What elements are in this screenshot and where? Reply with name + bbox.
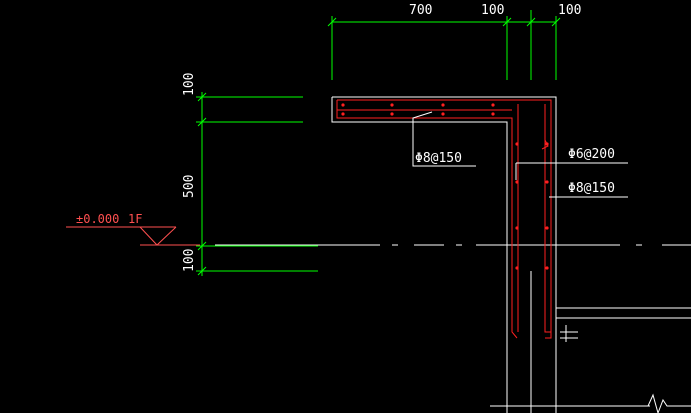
left-tick <box>197 241 207 251</box>
top-tick <box>327 17 337 27</box>
rebar-dot <box>515 266 519 270</box>
left-dim-100-bottom: 100 <box>182 249 197 272</box>
rebar-slab-top <box>337 99 552 339</box>
leader-slab-bar <box>412 111 476 167</box>
rebar-hook <box>541 139 549 150</box>
rebar-dots <box>341 103 549 270</box>
rebar-dot <box>390 112 394 116</box>
concrete-outer <box>332 96 557 271</box>
top-dim-700: 700 <box>409 3 432 18</box>
rebar-dot <box>545 266 549 270</box>
top-tick <box>502 17 512 27</box>
left-tick <box>197 266 207 276</box>
label-wall-bar: Φ8@150 <box>568 181 615 196</box>
rebar-dot <box>545 226 549 230</box>
concrete-outline <box>331 96 691 413</box>
rebar-dot <box>545 142 549 146</box>
rebar-dot <box>441 112 445 116</box>
left-tick <box>197 117 207 127</box>
top-dimension <box>327 10 561 80</box>
rebar-dot <box>390 103 394 107</box>
leaders <box>412 111 628 198</box>
top-dim-100-a: 100 <box>481 3 504 18</box>
left-tick <box>197 92 207 102</box>
left-dim-500: 500 <box>182 175 197 198</box>
rebar-dot <box>491 112 495 116</box>
top-tick <box>551 17 561 27</box>
rebar-dot <box>515 180 519 184</box>
rebar-dot <box>441 103 445 107</box>
concrete-inner <box>331 97 508 413</box>
rebar-dot <box>341 103 345 107</box>
label-slab-bar: Φ8@150 <box>415 151 462 166</box>
elevation-value: ±0.000 <box>76 212 119 226</box>
rebar-dot <box>341 112 345 116</box>
rebar-dot <box>491 103 495 107</box>
top-tick <box>526 17 536 27</box>
top-dim-100-b: 100 <box>558 3 581 18</box>
rebar-dot <box>515 142 519 146</box>
elevation-floor: 1F <box>128 212 142 226</box>
rebar-dot <box>545 180 549 184</box>
label-stirrup: Φ6@200 <box>568 147 615 162</box>
rebar-wall-outer <box>544 104 551 333</box>
break-symbol <box>647 393 691 413</box>
rebar-slab-bottom <box>336 100 518 339</box>
elevation-triangle <box>139 226 177 246</box>
left-dim-100-top: 100 <box>182 73 197 96</box>
elevation-marker <box>66 226 200 246</box>
rebar <box>336 99 552 339</box>
left-dimension <box>196 92 318 276</box>
rebar-dot <box>515 226 519 230</box>
